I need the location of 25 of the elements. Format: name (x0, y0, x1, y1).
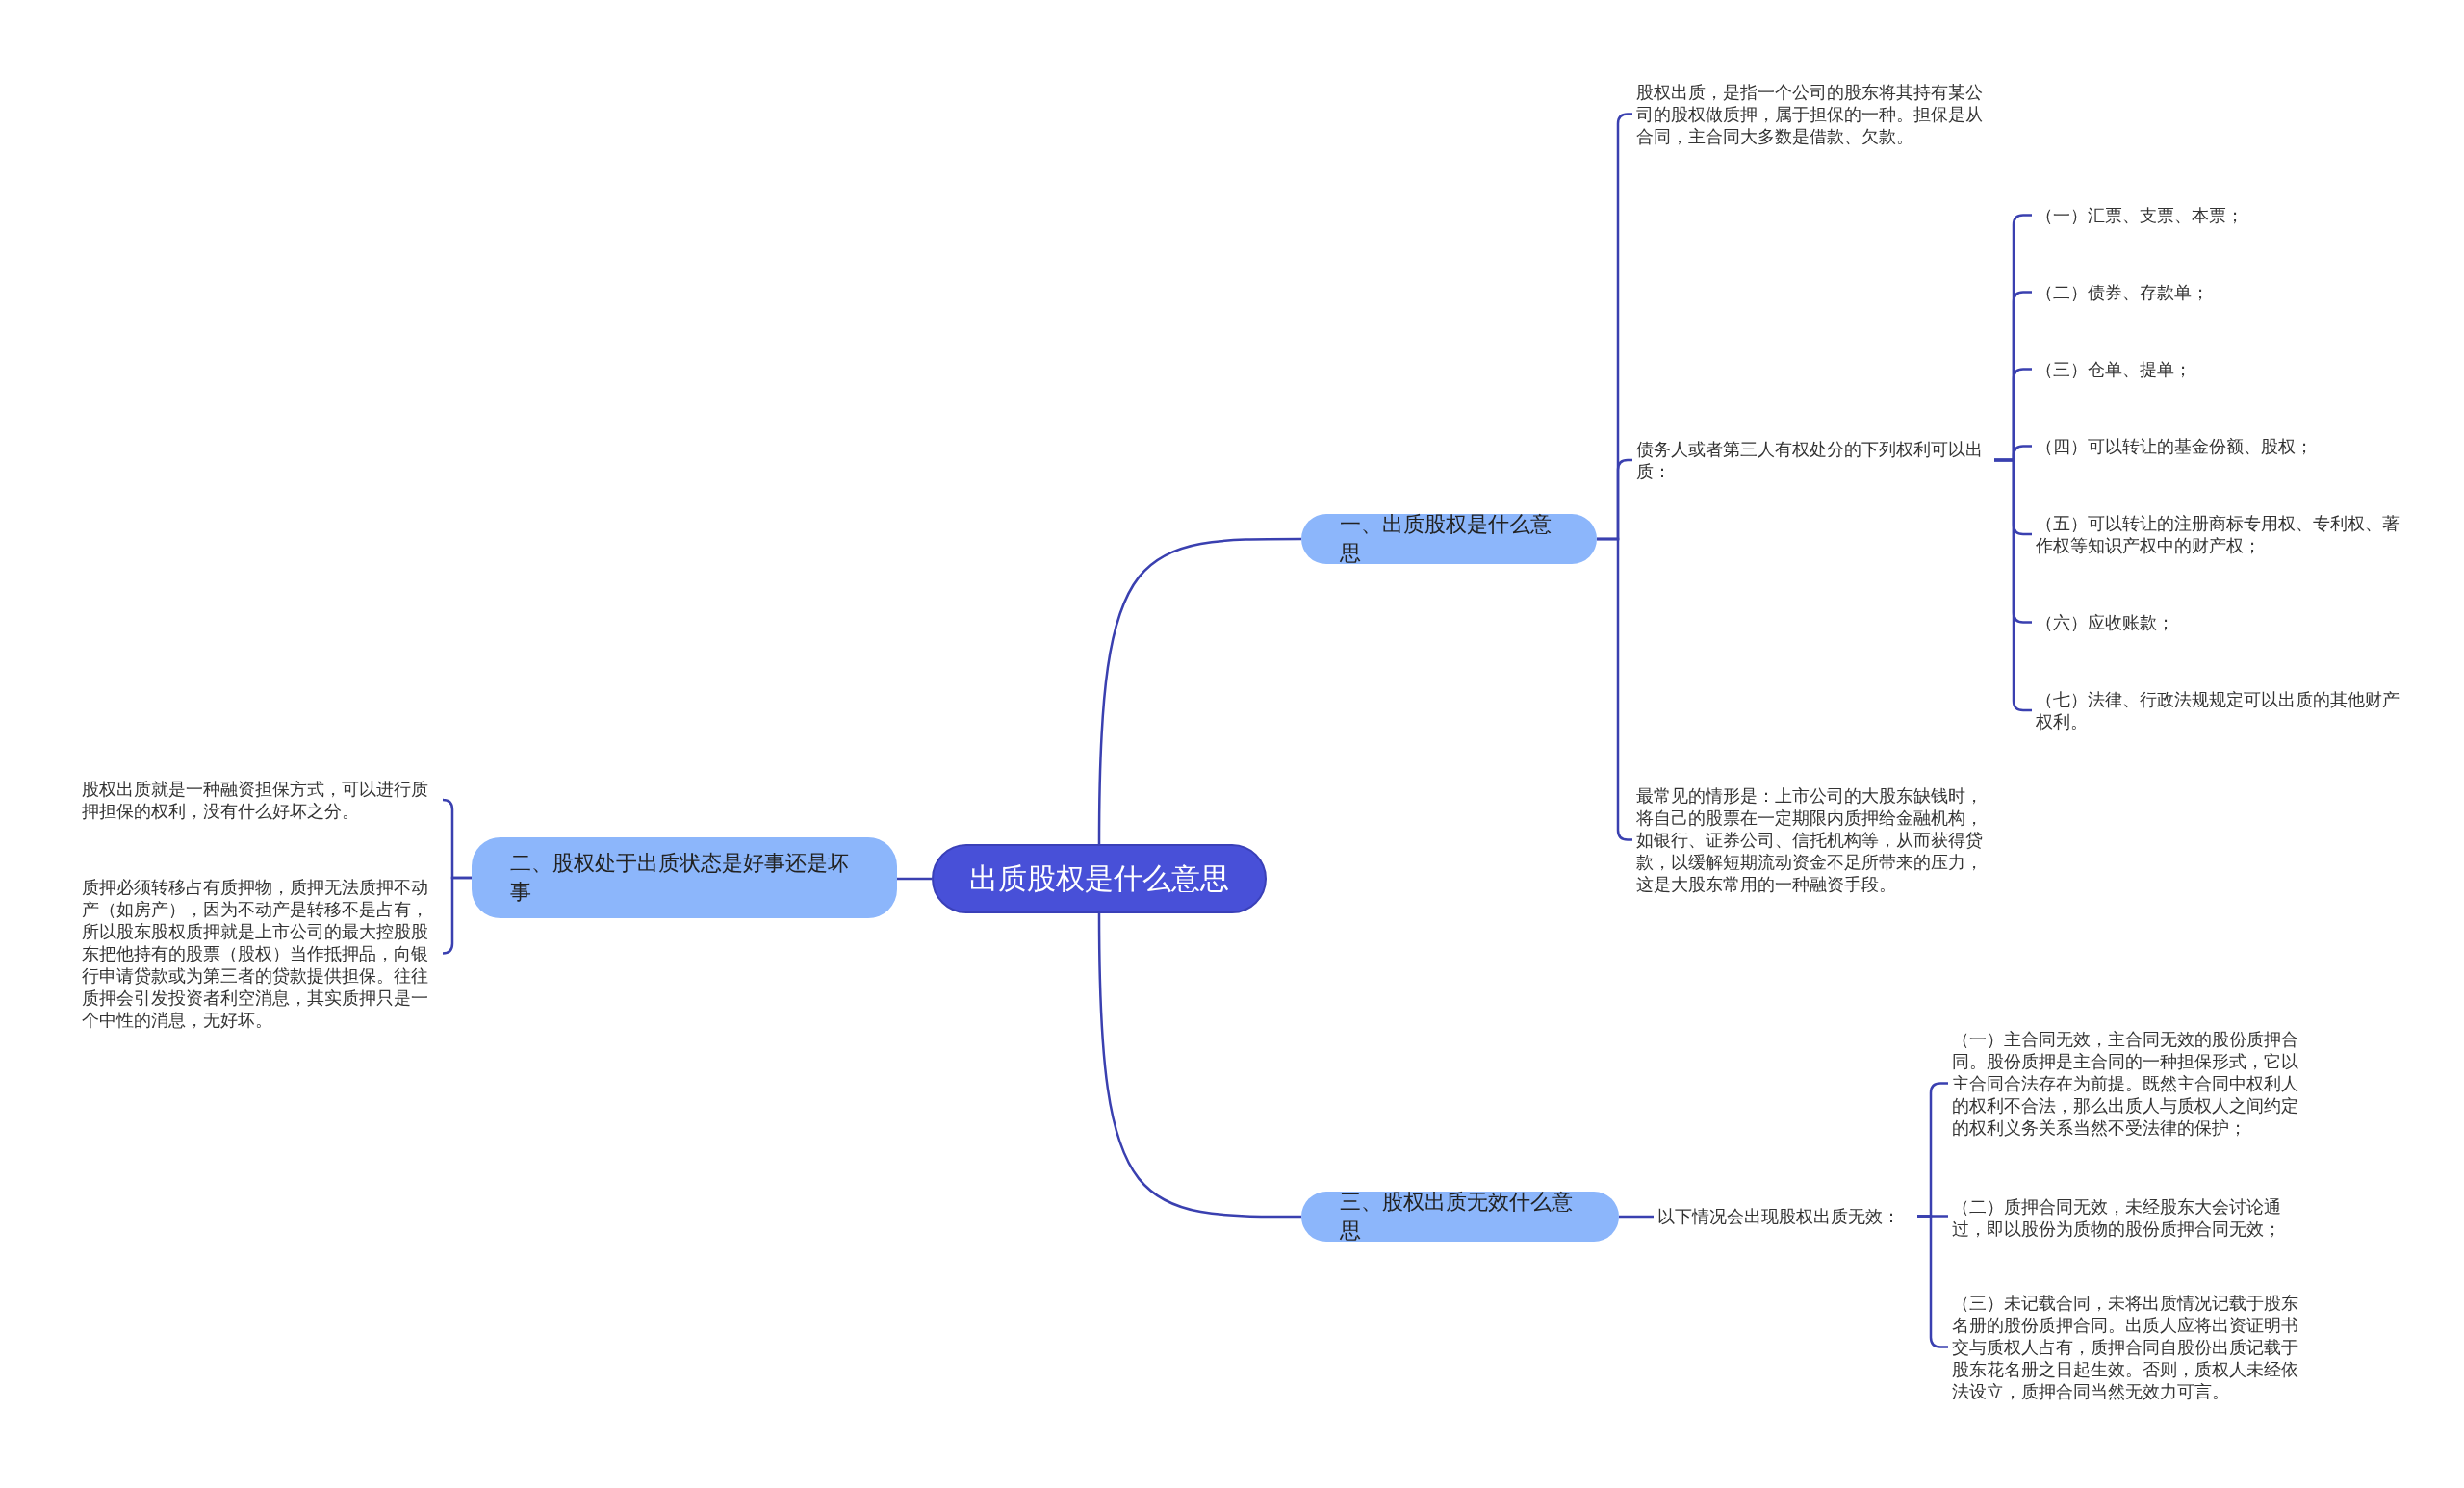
note-text: （四）可以转让的基金份额、股权； (2036, 435, 2421, 457)
connector-line (1097, 913, 1301, 1219)
note-text: （一）主合同无效，主合同无效的股份质押合同。股份质押是主合同的一种担保形式，它以主合同合法存在为前提。既然主合同中权利人的权利不合法，那么出质人与质权人之间约定的权利义务关系当然不受法律的保护； (1952, 1028, 2310, 1139)
topic-pill: 一、出质股权是什么意思 (1301, 514, 1597, 564)
note-text: （七）法律、行政法规规定可以出质的其他财产权利。 (2036, 688, 2401, 732)
note-text: （三）仓单、提单； (2036, 358, 2421, 380)
note-text: 最常见的情形是：上市公司的大股东缺钱时，将自己的股票在一定期限内质押给金融机构，如银行、证券公司、信托机构等，从而获得贷款，以缓解短期流动资金不足所带来的压力，这是大股东常用的一种融资手段。 (1636, 784, 1994, 895)
note-text: 股权出质，是指一个公司的股东将其持有某公司的股权做质押，属于担保的一种。担保是从合同，主合同大多数是借款、欠款。 (1636, 81, 1994, 147)
central-topic: 出质股权是什么意思 (932, 844, 1267, 913)
connector-line (1619, 1215, 1654, 1219)
connector-line (441, 876, 472, 955)
connector-line (1097, 537, 1301, 844)
topic-pill: 三、股权出质无效什么意思 (1301, 1192, 1619, 1242)
note-text: （二）质押合同无效，未经股东大会讨论通过，即以股份为质物的股份质押合同无效； (1952, 1195, 2310, 1240)
note-text: 股权出质就是一种融资担保方式，可以进行质押担保的权利，没有什么好坏之分。 (82, 778, 440, 822)
note-text: （五）可以转让的注册商标专用权、专利权、著作权等知识产权中的财产权； (2036, 512, 2401, 556)
note-text: 以下情况会出现股权出质无效： (1657, 1205, 1917, 1227)
note-text: 质押必须转移占有质押物，质押无法质押不动产（如房产），因为不动产是转移不是占有，所以股东股权质押就是上市公司的最大控股股东把他持有的股票（股权）当作抵押品，向银行申请贷款或为第三者的贷款提供担保。往往质押会引发投资者利空消息，其实质押只是一个中性的消息，无好坏。 (82, 876, 440, 1031)
note-text: （一）汇票、支票、本票； (2036, 204, 2421, 226)
note-text: （六）应收账款； (2036, 611, 2421, 633)
note-text: （三）未记载合同，未将出质情况记载于股东名册的股份质押合同。出质人应将出资证明书交与质权人占有，质押合同自股份出质记载于股东花名册之日起生效。否则，质权人未经依法设立，质押合同当然无效力可言。 (1952, 1292, 2310, 1402)
note-text: （二）债券、存款单； (2036, 281, 2421, 303)
topic-pill: 二、股权处于出质状态是好事还是坏事 (472, 837, 897, 918)
connector-line (897, 877, 932, 881)
note-text: 债务人或者第三人有权处分的下列权利可以出质： (1636, 438, 1994, 482)
